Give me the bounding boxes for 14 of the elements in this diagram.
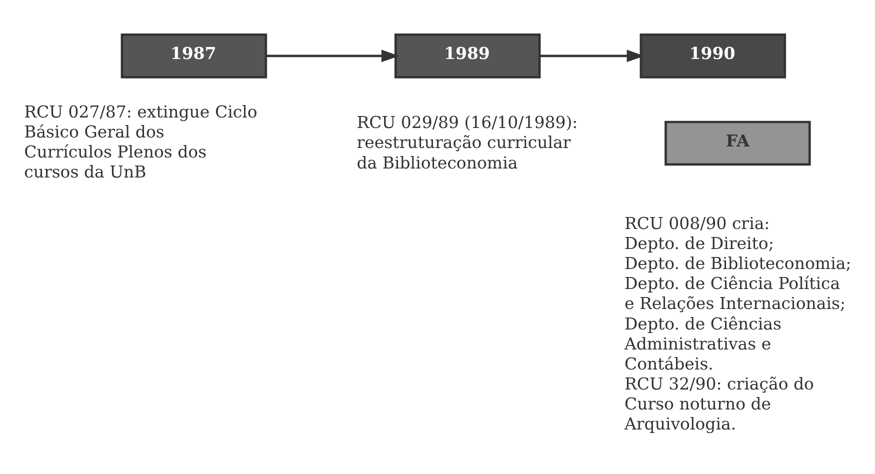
- arrow: [266, 50, 400, 62]
- node-label: Depto. de Direito;: [624, 234, 774, 254]
- arrow: [540, 50, 645, 62]
- node-box: 1989: [394, 34, 541, 78]
- node-label: RCU 32/90: criação do Curso noturno de Arquivologia.: [624, 374, 814, 434]
- node-label: Depto. de Ciências Administrativas e Contábeis.: [624, 314, 782, 374]
- node-label: RCU 029/89 (16/10/1989): reestruturação curricular da Biblioteconomia: [356, 113, 578, 172]
- node-box: FA: [664, 120, 811, 166]
- node-label: RCU 008/90 cria:: [624, 214, 770, 233]
- node-box: 1990: [640, 34, 786, 78]
- node-label: Depto. de Ciência Política e Relações Internacionais;: [624, 274, 846, 314]
- node-label: Depto. de Biblioteconomia;: [624, 254, 852, 274]
- node-box: 1987: [120, 34, 268, 78]
- node-label: RCU 027/87: extingue Ciclo Básico Geral dos Currículos Plenos dos cursos da UnB: [24, 102, 258, 182]
